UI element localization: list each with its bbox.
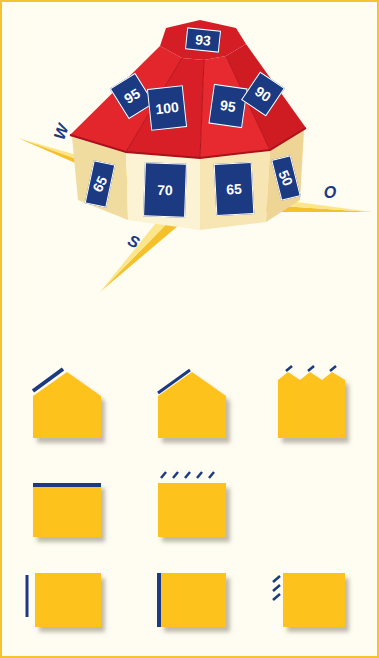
wall-icon [35,573,101,627]
wall-face [200,151,270,230]
panel-mark [273,585,280,591]
wall-panel: 65 [214,162,255,216]
roof-panel: 95 [208,84,247,128]
panel-value: 100 [155,100,180,116]
sawtooth-icon [278,372,345,438]
panel-mark [157,573,161,627]
roof-panel: 93 [185,27,221,52]
panel-mark [209,472,214,478]
panel-mark [161,472,166,478]
roof-eave [70,128,306,158]
panel-value: 70 [157,183,173,198]
panel-marks [27,366,336,627]
panel-mark [330,366,336,371]
flat-roof-icon [33,483,101,537]
panel-mark [33,369,63,391]
wall-icon [160,573,226,627]
wall-face [126,153,200,230]
panel-mark [286,366,292,371]
roof-ridge [200,60,204,158]
wall-icon [283,573,345,627]
flat-roof-icon [158,483,226,537]
compass-letter: O [324,185,336,201]
panel-mark [273,576,280,582]
panel-mark [158,370,190,393]
roof-icons [33,372,345,627]
roof-panel: 100 [147,85,187,131]
panel-mark [185,472,190,478]
pavilion-roof [70,20,306,158]
panel-mark [308,366,314,371]
panel-value: 93 [195,32,212,48]
panel-value: 90 [253,84,274,104]
panel-mark [26,575,29,617]
panel-mark [173,472,178,478]
panel-mark [197,472,202,478]
compass [18,138,372,292]
panel-value: 65 [226,182,242,197]
panel-mark [33,483,101,487]
panel-value: 95 [219,98,236,114]
panel-mark [273,594,280,600]
panel-value: 95 [122,86,143,106]
wall-panel: 70 [143,162,187,217]
panel-value: 50 [276,168,295,188]
roof-cap [160,20,246,60]
panel-value: 65 [90,174,110,194]
house-icon [158,372,226,438]
